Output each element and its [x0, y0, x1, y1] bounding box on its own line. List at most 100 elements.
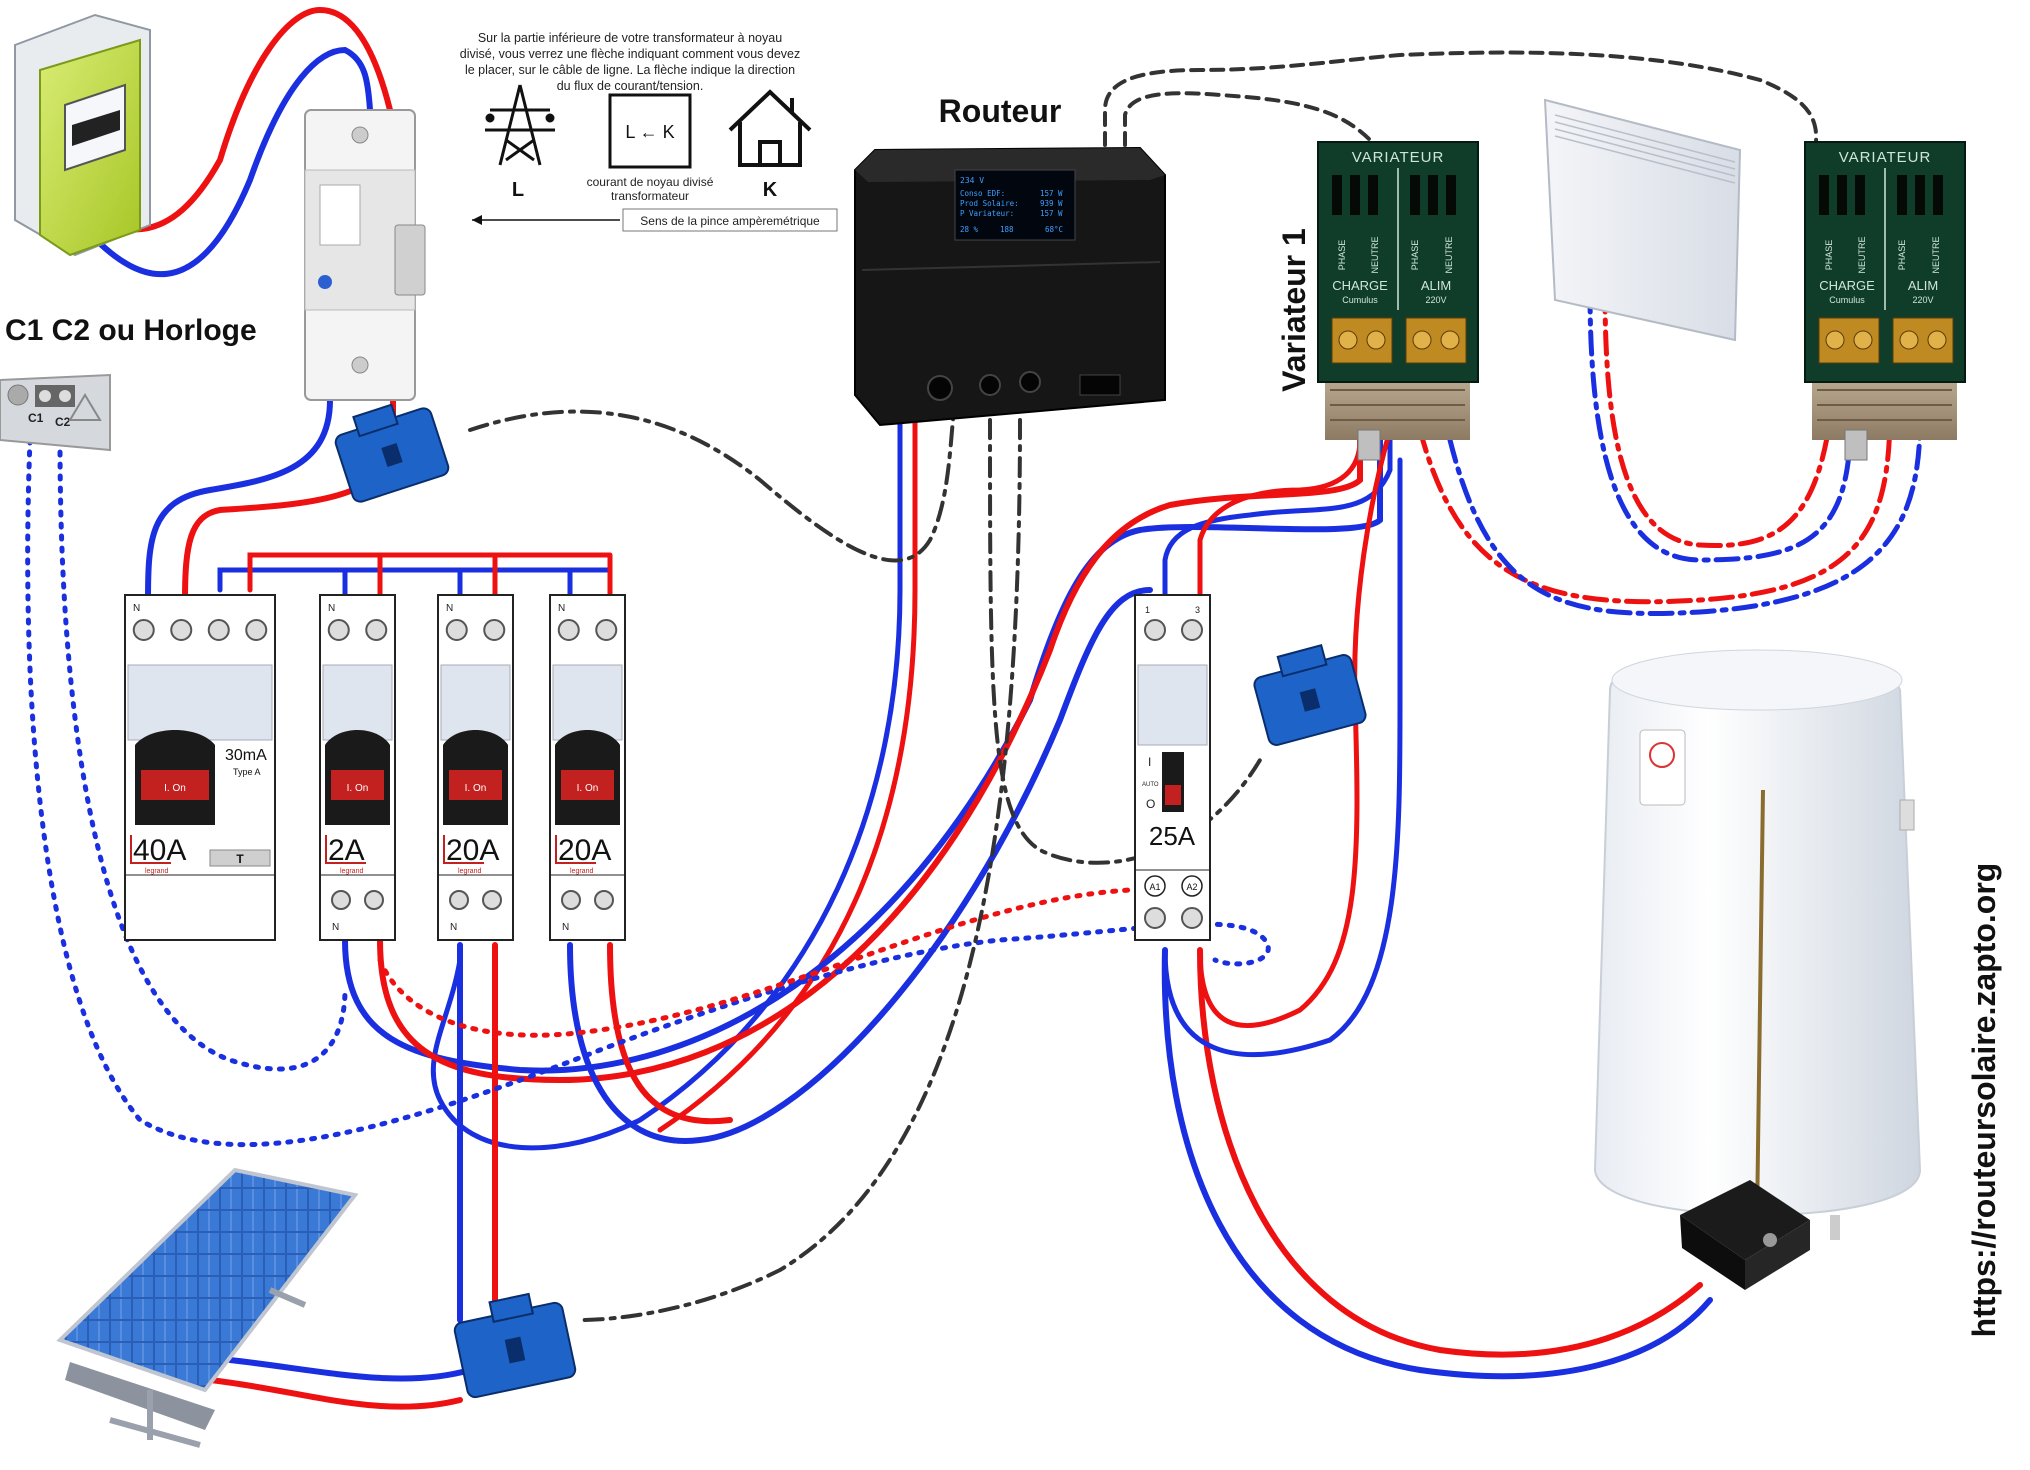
dimmer-2-alim: ALIM	[1908, 278, 1938, 293]
dimmer-1-neutre-a: NEUTRE	[1370, 236, 1380, 273]
current-clamp-solar	[453, 1292, 577, 1399]
breaker-4-on-label: I. On	[577, 783, 599, 794]
current-clamp-dimmer	[1253, 644, 1367, 746]
dimmer-1-phase-b: PHASE	[1410, 240, 1420, 271]
oled-row-2-value: 939 W	[1040, 199, 1063, 208]
direction-arrow-head	[472, 215, 482, 225]
breaker-1-brand: legrand	[145, 868, 168, 875]
linky-meter	[14, 13, 151, 257]
dimmer-2-charge: CHARGE	[1819, 278, 1875, 293]
instruction-panel: Sur la partie inférieure de votre transf…	[460, 31, 838, 232]
wires	[25, 6, 1923, 1410]
dimmer-1-charge: CHARGE	[1332, 278, 1388, 293]
router-title: Routeur	[939, 93, 1062, 129]
radiator	[1543, 98, 1742, 342]
router-box: 234 V Conso EDF: 157 W Prod Solaire: 939…	[854, 146, 1166, 427]
breaker-3-neutral-bottom: N	[450, 922, 457, 933]
instruction-line-1: Sur la partie inférieure de votre transf…	[478, 31, 782, 45]
dimmer-1-alim: ALIM	[1421, 278, 1451, 293]
contactor-rating: 25A	[1149, 821, 1196, 851]
pylon-icon	[485, 84, 555, 166]
dimmer-1-charge-sub: Cumulus	[1342, 295, 1378, 305]
dimmer-2-neutre-b: NEUTRE	[1931, 236, 1941, 273]
oled-voltage: 234 V	[960, 176, 984, 185]
oled-row-1-value: 157 W	[1040, 189, 1063, 198]
dimmer-1-alim-sub: 220V	[1425, 295, 1446, 305]
oled-footer-mid: 188	[1000, 225, 1014, 234]
dimmer-1-phase-a: PHASE	[1337, 240, 1347, 271]
dimmer-2-alim-sub: 220V	[1912, 295, 1933, 305]
oled-row-3-label: P Variateur:	[960, 209, 1014, 218]
dimmer-2: VARIATEUR PHASE NEUTRE PHASE NEUTRE CHAR…	[1804, 141, 1966, 461]
meter-label: C1 C2 ou Horloge	[5, 314, 257, 347]
variateur-1-label: Variateur 1	[1276, 228, 1312, 392]
contactor-a1: A1	[1149, 882, 1160, 892]
website-url: https://routeursolaire.zapto.org	[1966, 863, 2002, 1338]
dimmer-2-phase-a: PHASE	[1824, 240, 1834, 271]
breaker-2-on-label: I. On	[347, 783, 369, 794]
breaker-4-brand: legrand	[570, 868, 593, 875]
dimmer-2-title: VARIATEUR	[1839, 149, 1932, 166]
contactor-pos-i: I	[1148, 755, 1151, 769]
contactor-t1: 1	[1145, 605, 1150, 615]
breaker-1-rating: 40A	[133, 834, 186, 867]
c2-label: C2	[55, 415, 71, 429]
house-icon	[728, 89, 812, 167]
clamp-direction-box	[622, 208, 838, 232]
dimmer-2-phase-b: PHASE	[1897, 240, 1907, 271]
main-breaker-agcp	[304, 109, 426, 401]
current-clamp-grid	[334, 403, 450, 503]
oled-footer-left: 28 %	[960, 225, 979, 234]
water-heater	[1593, 649, 1922, 1290]
contactor-a2: A2	[1186, 882, 1197, 892]
core-caption-1: courant de noyau divisé	[587, 175, 714, 189]
breaker-3-rating: 20A	[446, 834, 499, 867]
breaker-2-brand: legrand	[340, 868, 363, 875]
instruction-line-4: du flux de courant/tension.	[557, 79, 704, 93]
c1-c2-terminal: C1 C2	[0, 373, 111, 452]
oled-row-1-label: Conso EDF:	[960, 189, 1005, 198]
instruction-line-2: divisé, vous verrez une flèche indiquant…	[460, 47, 800, 61]
breaker-rcd-sensitivity: 30mA	[225, 747, 267, 764]
contactor-25a: 1 3 I AUTO O 25A A1 A2	[1134, 594, 1211, 941]
c1-label: C1	[28, 411, 44, 425]
label-K: K	[763, 179, 778, 201]
oled-footer-right: 68°C	[1045, 225, 1063, 234]
breaker-1-neutral-top: N	[133, 603, 140, 614]
oled-row-2-label: Prod Solaire:	[960, 199, 1019, 208]
core-symbol: L ← K	[625, 122, 674, 142]
split-core-icon: L ← K	[608, 93, 692, 169]
breaker-2-neutral-top: N	[328, 603, 335, 614]
core-caption-2: transformateur	[611, 189, 689, 203]
oled-row-3-value: 157 W	[1040, 209, 1063, 218]
breaker-rcd-type: Type A	[233, 767, 261, 777]
clamp-direction-text: Sens de la pince ampèremétrique	[640, 214, 820, 228]
breaker-3-brand: legrand	[458, 868, 481, 875]
breaker-4-neutral-bottom: N	[562, 922, 569, 933]
breaker-3-on-label: I. On	[465, 783, 487, 794]
breaker-2-neutral-bottom: N	[332, 922, 339, 933]
breaker-4-neutral-top: N	[558, 603, 565, 614]
breaker-1-on-label: I. On	[164, 783, 186, 794]
breaker-2-rating: 2A	[328, 834, 365, 867]
contactor-pos-auto: AUTO	[1142, 782, 1159, 788]
router-oled-display: 234 V Conso EDF: 157 W Prod Solaire: 939…	[954, 169, 1076, 241]
dimmer-1-neutre-b: NEUTRE	[1444, 236, 1454, 273]
contactor-t3: 3	[1195, 605, 1200, 615]
dimmer-1-title: VARIATEUR	[1352, 149, 1445, 166]
label-L: L	[512, 179, 524, 201]
contactor-pos-o: O	[1146, 797, 1155, 811]
breaker-4-rating: 20A	[558, 834, 611, 867]
breaker-3-neutral-top: N	[446, 603, 453, 614]
dimmer-2-charge-sub: Cumulus	[1829, 295, 1865, 305]
breaker-test-badge: T	[236, 852, 244, 866]
instruction-line-3: le placer, sur le câble de ligne. La flè…	[465, 63, 795, 77]
solar-panel	[56, 1167, 359, 1448]
dimmer-1: VARIATEUR PHASE NEUTRE PHASE NEUTRE CHAR…	[1317, 141, 1479, 461]
